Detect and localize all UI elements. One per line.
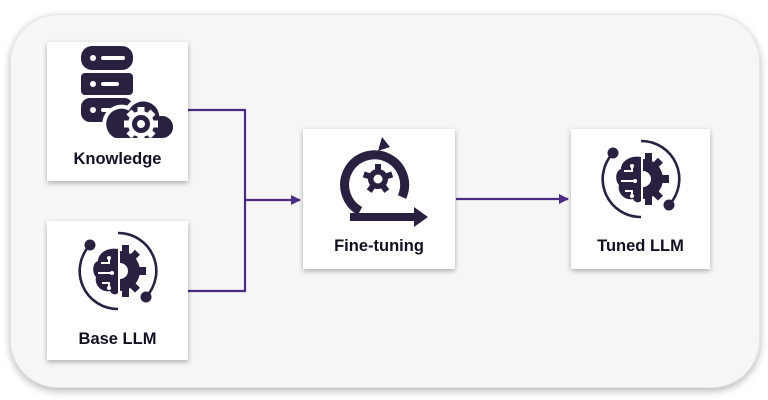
agile-cycle-gear-icon [340,137,428,227]
base-llm-label: Base LLM [78,330,157,348]
tuned-llm-label: Tuned LLM [597,237,684,255]
tuned-llm-node: Tuned LLM [571,129,710,269]
fine-tuning-node: Fine-tuning [303,129,455,269]
brain-gear-cycle-icon [77,231,158,311]
knowledge-node: Knowledge [47,42,188,181]
database-cloud-gear-icon [80,46,173,142]
knowledge-label: Knowledge [73,150,162,168]
connector-base-llm-to-fine-tuning [188,200,247,293]
connector-knowledge-to-fine-tuning [188,108,247,200]
fine-tuning-label: Fine-tuning [334,237,424,255]
base-llm-node: Base LLM [47,221,188,360]
brain-gear-cycle-icon [600,139,681,219]
